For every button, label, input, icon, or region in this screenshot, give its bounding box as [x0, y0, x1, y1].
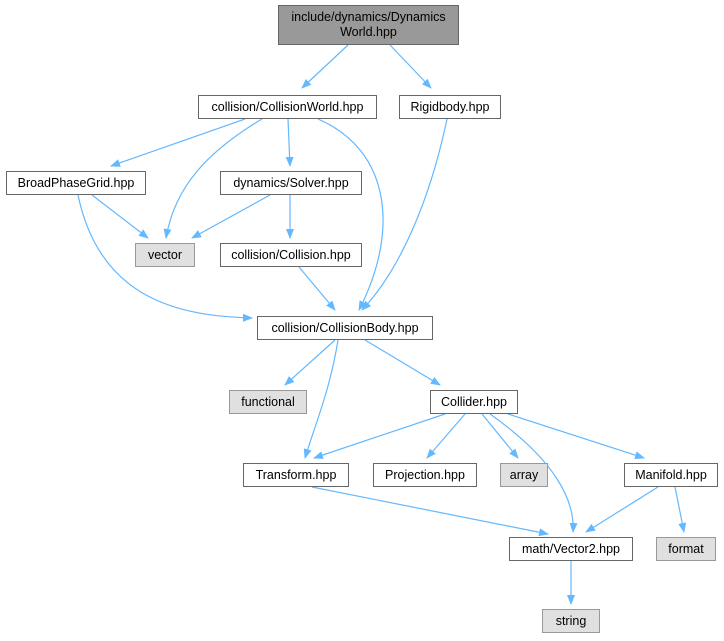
edge-broad-phase-grid-to-collision-body	[77, 194, 253, 322]
edge-collision-body-to-collider	[364, 339, 441, 386]
node-label: dynamics/Solver.hpp	[233, 175, 349, 190]
edge-collision-world-to-vector	[163, 118, 263, 239]
node-label: vector	[147, 247, 183, 262]
edge-collider-to-projection	[426, 413, 466, 459]
node-transform[interactable]: Transform.hpp	[243, 463, 349, 487]
edge-collision-world-to-broad-phase-grid	[110, 118, 246, 167]
edge-solver-to-vector	[191, 194, 271, 239]
edge-collider-to-array	[481, 413, 519, 459]
node-rigidbody[interactable]: Rigidbody.hpp	[399, 95, 501, 119]
edge-manifold-to-format	[674, 486, 687, 533]
node-label: format	[668, 541, 704, 556]
node-label: functional	[241, 394, 295, 409]
node-label: Transform.hpp	[255, 467, 337, 482]
node-label: include/dynamics/Dynamics World.hpp	[291, 10, 446, 39]
edge-transform-to-vector2	[311, 486, 549, 537]
node-label: Manifold.hpp	[635, 467, 707, 482]
edge-root-to-collision-world	[301, 44, 349, 89]
node-collision-body[interactable]: collision/CollisionBody.hpp	[257, 316, 433, 340]
node-collision-world[interactable]: collision/CollisionWorld.hpp	[198, 95, 377, 119]
node-label: Rigidbody.hpp	[410, 99, 490, 114]
edge-broad-phase-grid-to-vector	[91, 194, 149, 239]
node-vector2[interactable]: math/Vector2.hpp	[509, 537, 633, 561]
node-array: array	[500, 463, 548, 487]
node-broad-phase-grid[interactable]: BroadPhaseGrid.hpp	[6, 171, 146, 195]
node-label: string	[555, 613, 587, 628]
node-projection[interactable]: Projection.hpp	[373, 463, 477, 487]
node-collision[interactable]: collision/Collision.hpp	[220, 243, 362, 267]
node-label: collision/CollisionWorld.hpp	[211, 99, 364, 114]
edge-collision-to-collision-body	[298, 266, 336, 311]
node-solver[interactable]: dynamics/Solver.hpp	[220, 171, 362, 195]
edge-root-to-rigidbody	[389, 44, 432, 89]
node-functional: functional	[229, 390, 307, 414]
node-label: array	[509, 467, 539, 482]
node-collider[interactable]: Collider.hpp	[430, 390, 518, 414]
node-label: Collider.hpp	[440, 394, 507, 409]
node-label: collision/Collision.hpp	[231, 247, 351, 262]
node-manifold[interactable]: Manifold.hpp	[624, 463, 718, 487]
node-label: math/Vector2.hpp	[522, 541, 620, 556]
edge-collider-to-transform	[313, 413, 446, 459]
edge-collider-to-manifold	[507, 413, 645, 460]
node-string: string	[542, 609, 600, 633]
edge-collision-body-to-transform	[303, 339, 339, 459]
node-format: format	[656, 537, 716, 561]
edge-rigidbody-to-collision-body	[361, 118, 448, 311]
node-label: collision/CollisionBody.hpp	[271, 320, 419, 335]
node-vector: vector	[135, 243, 195, 267]
edge-collision-body-to-functional	[284, 339, 336, 386]
edge-collision-world-to-solver	[285, 118, 294, 167]
edge-collision-world-to-collision-body	[317, 118, 384, 311]
node-label: BroadPhaseGrid.hpp	[17, 175, 135, 190]
node-label: Projection.hpp	[385, 467, 465, 482]
node-dynamics-world[interactable]: include/dynamics/Dynamics World.hpp	[278, 5, 459, 45]
edge-collider-to-vector2	[489, 413, 578, 533]
edge-manifold-to-vector2	[585, 486, 659, 533]
